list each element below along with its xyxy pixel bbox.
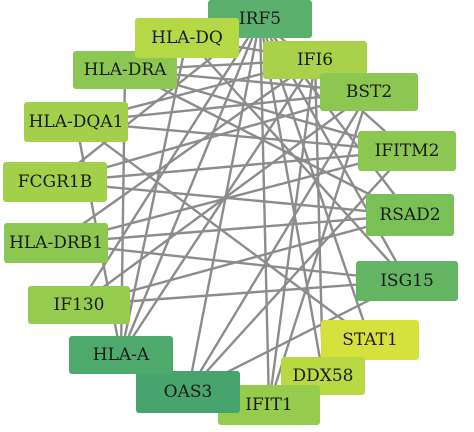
node-hla-dra[interactable]: HLA-DRA <box>73 51 177 89</box>
edge-oas3-irf5 <box>186 17 262 394</box>
edge-hla-drb1-rsad2 <box>54 213 412 245</box>
node-box[interactable] <box>263 41 367 79</box>
node-box[interactable] <box>135 18 239 58</box>
node-ifi6[interactable]: IFI6 <box>263 41 367 79</box>
node-hla-drb1[interactable]: HLA-DRB1 <box>4 223 108 263</box>
node-bst2[interactable]: BST2 <box>320 73 418 111</box>
node-box[interactable] <box>136 371 240 413</box>
node-box[interactable] <box>320 73 418 111</box>
edge-if130-rsad2 <box>77 213 412 307</box>
node-hla-a[interactable]: HLA-A <box>69 336 173 374</box>
node-ifit1[interactable]: IFIT1 <box>218 385 320 425</box>
node-label: HLA-DQ <box>151 28 223 48</box>
node-label: IRF5 <box>239 9 281 29</box>
edge-hla-drb1-ifitm2 <box>54 149 409 245</box>
node-label: IFITM2 <box>375 141 440 161</box>
node-oas3[interactable]: OAS3 <box>136 371 240 413</box>
node-box[interactable] <box>356 261 458 301</box>
edge-hla-drb1-isg15 <box>54 241 409 283</box>
node-label: HLA-DRB1 <box>9 233 103 253</box>
node-hla-dq[interactable]: HLA-DQ <box>135 18 239 58</box>
node-isg15[interactable]: ISG15 <box>356 261 458 301</box>
node-label: STAT1 <box>342 330 398 350</box>
node-box[interactable] <box>73 51 177 89</box>
node-label: RSAD2 <box>379 205 440 225</box>
node-box[interactable] <box>24 102 128 142</box>
node-label: DDX58 <box>293 366 354 386</box>
edge-ifit1-irf5 <box>258 17 271 407</box>
node-hla-dqa1[interactable]: HLA-DQA1 <box>24 102 128 142</box>
node-box[interactable] <box>69 336 173 374</box>
node-label: HLA-DRA <box>84 60 168 80</box>
node-box[interactable] <box>218 385 320 425</box>
edge-hla-dra-rsad2 <box>123 68 412 217</box>
node-label: IFI6 <box>297 50 333 70</box>
edge-stat1-hla-dqa1 <box>74 120 372 342</box>
nodes-layer: IRF5IFI6BST2IFITM2RSAD2ISG15STAT1DDX58IF… <box>3 0 458 425</box>
node-if130[interactable]: IF130 <box>28 286 130 324</box>
node-box[interactable] <box>321 320 419 360</box>
node-box[interactable] <box>4 223 108 263</box>
edge-oas3-bst2 <box>186 90 371 394</box>
node-ifitm2[interactable]: IFITM2 <box>358 131 456 171</box>
node-rsad2[interactable]: RSAD2 <box>366 194 454 236</box>
node-box[interactable] <box>3 162 107 202</box>
node-label: IF130 <box>54 295 105 315</box>
node-label: ISG15 <box>380 271 434 291</box>
edge-ifit1-ifi6 <box>267 58 317 407</box>
node-fcgr1b[interactable]: FCGR1B <box>3 162 107 202</box>
node-label: OAS3 <box>164 382 213 402</box>
node-label: IFIT1 <box>245 395 292 415</box>
edge-fcgr1b-rsad2 <box>53 180 412 217</box>
node-label: HLA-DQA1 <box>29 112 124 132</box>
node-label: HLA-A <box>93 345 150 365</box>
node-label: FCGR1B <box>18 172 93 192</box>
node-box[interactable] <box>28 286 130 324</box>
node-box[interactable] <box>366 194 454 236</box>
edge-oas3-ifitm2 <box>186 149 409 394</box>
node-stat1[interactable]: STAT1 <box>321 320 419 360</box>
edge-if130-irf5 <box>77 17 262 307</box>
node-label: BST2 <box>346 82 392 102</box>
edge-hla-a-ifi6 <box>119 58 317 357</box>
node-box[interactable] <box>358 131 456 171</box>
edge-hla-a-irf5 <box>119 17 262 357</box>
